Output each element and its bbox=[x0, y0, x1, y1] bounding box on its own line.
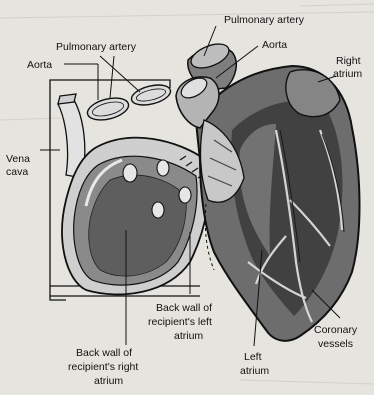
label-right-atrium-1: Right bbox=[336, 55, 361, 67]
aorta-stump bbox=[85, 94, 131, 124]
label-aorta-left: Aorta bbox=[27, 59, 52, 71]
label-back-wall-right-3: atrium bbox=[94, 375, 123, 387]
label-back-wall-left-3: atrium bbox=[174, 330, 203, 342]
label-pulmonary-artery-top: Pulmonary artery bbox=[224, 14, 305, 26]
recipient-atrial-cuff bbox=[62, 138, 209, 295]
pulmonary-stump bbox=[129, 81, 172, 108]
label-right-atrium-2: atrium bbox=[333, 68, 362, 80]
label-coronary-1: Coronary bbox=[314, 324, 358, 336]
donor-heart bbox=[176, 39, 360, 341]
label-vena-cava-2: cava bbox=[6, 166, 28, 178]
label-back-wall-right-2: recipient's right bbox=[68, 361, 138, 373]
label-back-wall-left-1: Back wall of bbox=[156, 302, 212, 314]
label-coronary-2: vessels bbox=[318, 338, 353, 350]
label-left-atrium-1: Left bbox=[244, 351, 262, 363]
label-vena-cava-1: Vena bbox=[6, 153, 30, 165]
label-back-wall-left-2: recipient's left bbox=[148, 316, 212, 328]
label-pulmonary-artery-left: Pulmonary artery bbox=[56, 41, 137, 53]
label-back-wall-right-1: Back wall of bbox=[76, 347, 132, 359]
label-aorta-right: Aorta bbox=[262, 39, 287, 51]
label-left-atrium-2: atrium bbox=[240, 365, 269, 377]
